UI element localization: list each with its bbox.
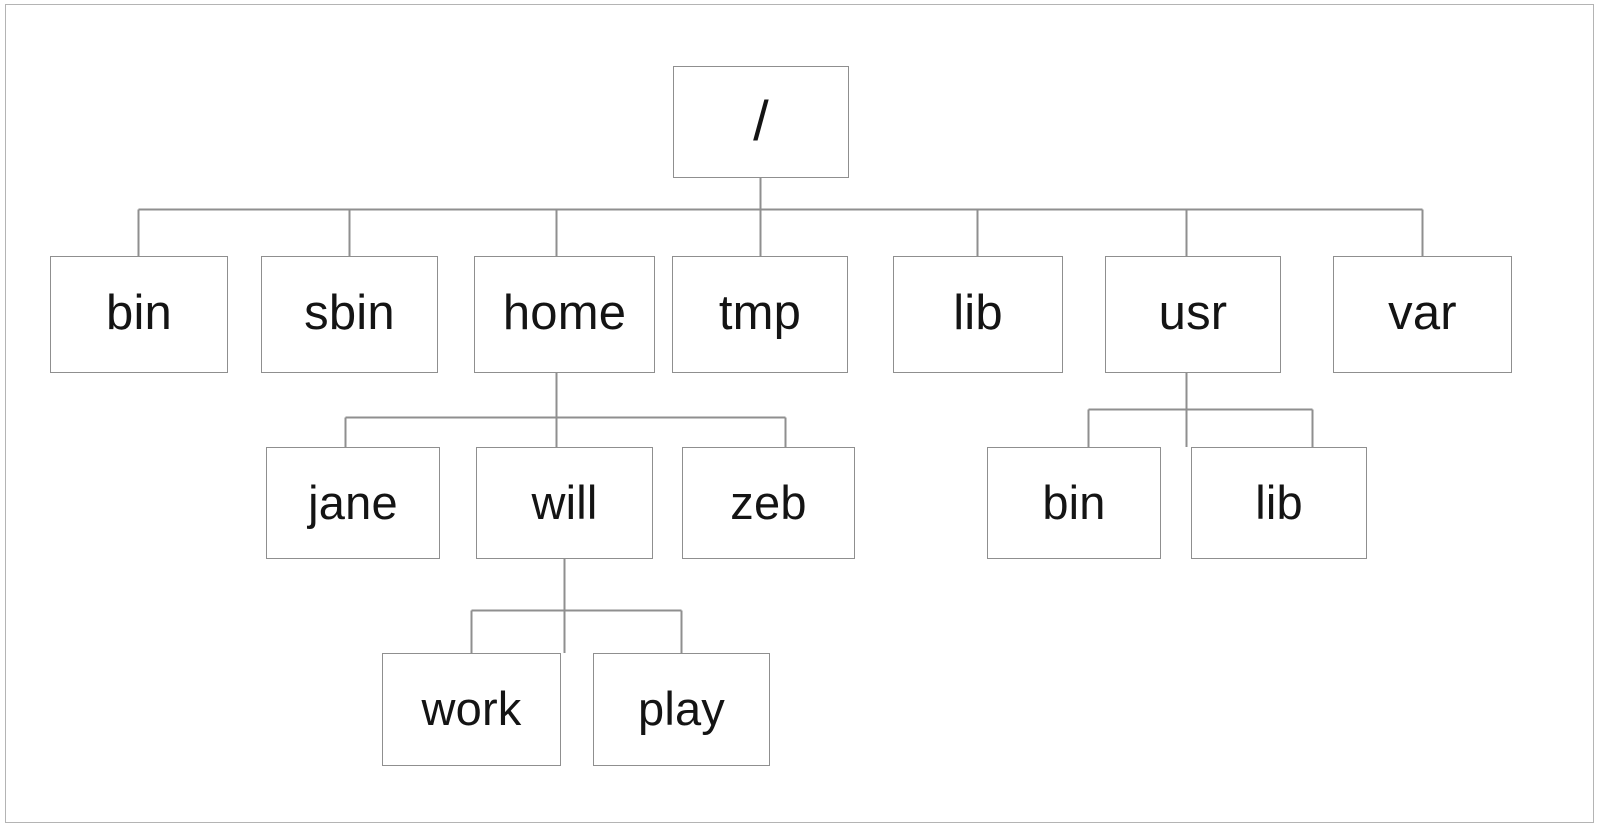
node-label-lib: lib — [953, 286, 1003, 340]
node-label-jane: jane — [308, 475, 398, 529]
node-label-root: / — [753, 89, 769, 152]
node-var[interactable]: var — [1333, 256, 1512, 373]
node-usr[interactable]: usr — [1105, 256, 1281, 373]
node-jane[interactable]: jane — [266, 447, 440, 559]
node-label-work: work — [421, 682, 522, 735]
node-home[interactable]: home — [474, 256, 655, 373]
node-work[interactable]: work — [382, 653, 561, 766]
node-label-bin: bin — [106, 286, 172, 340]
node-label-home: home — [502, 286, 627, 340]
node-root[interactable]: / — [673, 66, 849, 178]
node-label-will: will — [531, 475, 598, 529]
node-label-sbin: sbin — [304, 286, 395, 340]
node-bin[interactable]: bin — [50, 256, 228, 373]
node-label-usr-lib: lib — [1255, 475, 1303, 529]
node-lib[interactable]: lib — [893, 256, 1063, 373]
node-sbin[interactable]: sbin — [261, 256, 438, 373]
node-label-var: var — [1388, 286, 1457, 340]
node-tmp[interactable]: tmp — [672, 256, 848, 373]
node-label-usr-bin: bin — [1042, 475, 1106, 529]
node-usr-lib[interactable]: lib — [1191, 447, 1367, 559]
node-zeb[interactable]: zeb — [682, 447, 855, 559]
node-label-tmp: tmp — [718, 286, 802, 340]
node-label-play: play — [637, 682, 726, 735]
node-label-zeb: zeb — [730, 475, 807, 529]
node-label-usr: usr — [1158, 286, 1228, 340]
node-play[interactable]: play — [593, 653, 770, 766]
node-usr-bin[interactable]: bin — [987, 447, 1161, 559]
node-will[interactable]: will — [476, 447, 653, 559]
